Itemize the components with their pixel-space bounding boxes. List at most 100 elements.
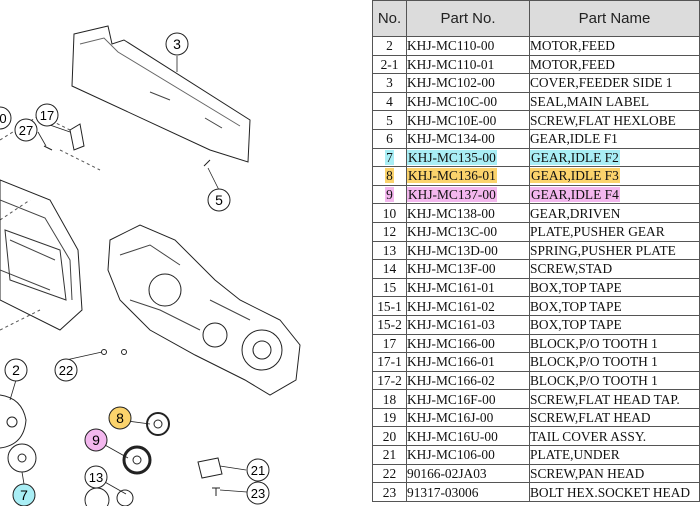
cell-part-no: KHJ-MC13F-00 [406,259,530,279]
cell-part-no-text: KHJ-MC13C-00 [407,224,498,240]
cell-part-name-text: BLOCK,P/O TOOTH 1 [530,354,658,370]
cell-part-no: KHJ-MC166-01 [406,352,530,372]
svg-text:21: 21 [251,463,265,478]
cell-part-no: KHJ-MC137-00 [406,184,530,205]
cell-no: 3 [372,73,407,93]
cell-part-no: KHJ-MC134-00 [406,128,530,149]
cell-no: 18 [372,389,407,409]
cell-part-no: KHJ-MC10E-00 [406,110,530,130]
cell-part-name-text: GEAR,IDLE F2 [530,149,620,165]
cell-part-no: KHJ-MC16U-00 [406,426,530,447]
cell-part-no: 91317-03006 [406,482,530,502]
screws [43,145,211,167]
cell-part-no: KHJ-MC10C-00 [406,91,530,112]
cell-part-name-text: BOX,TOP TAPE [530,280,622,296]
svg-text:3: 3 [173,36,181,52]
callout-labels: 3 17 27 0 5 22 [0,32,270,507]
cell-part-no: KHJ-MC16J-00 [406,407,530,428]
cell-part-no-text: KHJ-MC166-01 [407,354,495,370]
callout-22: 22 [54,358,78,382]
cell-part-name-text: SPRING,PUSHER PLATE [530,242,676,258]
callout-7: 7 [12,483,36,507]
svg-text:13: 13 [89,470,103,485]
callout-27: 27 [14,118,38,142]
cell-part-no-text: KHJ-MC16J-00 [407,410,494,426]
cell-no-text: 6 [386,131,393,147]
cell-no-text: 15-1 [377,298,402,314]
gear-driven [84,487,110,511]
callout-23: 23 [246,481,270,505]
cell-part-no-text: KHJ-MC106-00 [407,447,495,463]
cell-part-name: SCREW,FLAT HEAD TAP. [529,389,700,409]
cell-part-name: SPRING,PUSHER PLATE [529,240,700,261]
side-cover-detail [149,91,223,129]
svg-text:17: 17 [40,108,54,123]
cell-no-text: 15 [382,280,397,296]
cell-no-text: 14 [382,261,397,277]
svg-text:8: 8 [116,410,124,426]
cell-part-name-text: GEAR,DRIVEN [530,205,621,221]
header-part-name: Part Name [529,0,700,37]
svg-text:0: 0 [0,111,7,126]
cell-part-no-text: KHJ-MC13D-00 [407,242,498,258]
cell-part-no-text: KHJ-MC10E-00 [407,112,497,128]
cell-part-no-text: KHJ-MC13F-00 [407,261,496,277]
cell-no-text: 17-2 [377,372,402,388]
cell-no-text: 8 [385,168,394,184]
cell-part-name-text: COVER,FEEDER SIDE 1 [530,75,673,91]
cell-no: 17-1 [372,352,407,372]
cell-no-text: 20 [382,428,397,444]
table-row: 14 KHJ-MC13F-00 SCREW,STAD [372,259,700,279]
cell-part-no-text: 91317-03006 [407,484,479,500]
cell-part-no: KHJ-MC138-00 [406,203,530,223]
cell-no: 19 [372,407,407,428]
frame-gear-housing [241,329,283,371]
callout-partial-left: 0 [0,106,12,130]
motor-shaft [6,416,18,428]
cell-part-name-text: SEAL,MAIN LABEL [530,94,650,110]
callout-8: 8 [108,406,132,430]
washer [116,489,134,507]
cell-part-no-text: KHJ-MC161-02 [407,298,495,314]
cell-part-name: SEAL,MAIN LABEL [529,91,700,112]
feeder-body-detail [0,199,73,301]
frame-hole [148,273,182,307]
cell-no-text: 19 [382,410,397,426]
frame-hole-2 [202,322,228,348]
gear-idle-f2 [7,443,37,473]
cell-part-name-text: MOTOR,FEED [530,56,615,72]
cell-part-no-text: KHJ-MC134-00 [407,131,495,147]
svg-text:7: 7 [20,487,28,503]
cell-no-text: 2 [386,38,393,54]
cell-part-no: KHJ-MC136-01 [406,166,530,186]
header-part-no: Part No. [406,0,530,37]
cell-no-text: 4 [386,94,393,110]
callout-13: 13 [84,465,108,489]
cell-part-name: SCREW,STAD [529,259,700,279]
cell-part-no: KHJ-MC102-00 [406,73,530,93]
cell-part-name: GEAR,IDLE F3 [529,166,700,186]
cell-part-name: BLOCK,P/O TOOTH 1 [529,370,700,391]
main-frame-outline [107,224,301,396]
cell-part-no: 90166-02JA03 [406,463,530,484]
feeder-body-window [4,229,67,301]
gear-idle-f4-hub [132,455,142,465]
cell-no: 15-1 [372,296,407,316]
cell-no: 17-2 [372,370,407,391]
svg-text:5: 5 [215,192,223,208]
cell-part-name: BOX,TOP TAPE [529,277,700,298]
table-header-row: No. Part No. Part Name [372,0,700,37]
cell-no: 2 [372,36,407,56]
